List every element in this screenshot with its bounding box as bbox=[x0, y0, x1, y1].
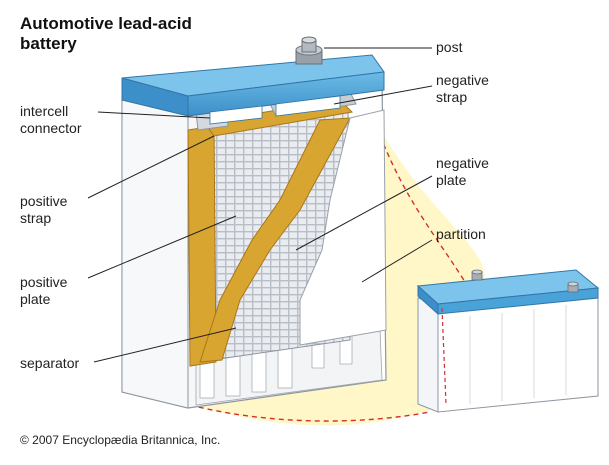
leader-positive-plate bbox=[87, 215, 237, 279]
label-negative-strap-line-2: strap bbox=[436, 89, 468, 105]
label-post: post bbox=[436, 39, 463, 55]
title-line-2: battery bbox=[20, 34, 77, 53]
label-intercell-connector: intercell connector bbox=[20, 103, 81, 137]
label-intercell-connector-line-1: intercell bbox=[20, 103, 69, 119]
leader-lines bbox=[87, 47, 433, 363]
leader-partition bbox=[361, 239, 433, 283]
label-positive-plate: positive plate bbox=[20, 274, 67, 308]
label-partition: partition bbox=[436, 226, 486, 242]
terminal-post bbox=[295, 36, 323, 65]
title-line-1: Automotive lead-acid bbox=[20, 14, 192, 33]
leader-separator bbox=[93, 327, 237, 363]
label-negative-strap-line-1: negative bbox=[436, 72, 489, 88]
leader-negative-plate bbox=[295, 175, 433, 251]
battery-lid bbox=[121, 54, 385, 125]
label-negative-strap: negative strap bbox=[436, 72, 489, 106]
plate-stack bbox=[187, 109, 387, 367]
leader-positive-strap bbox=[87, 135, 215, 199]
leader-intercell-connector bbox=[97, 111, 211, 119]
diagram-title: Automotive lead-acid battery bbox=[20, 14, 192, 54]
label-intercell-connector-line-2: connector bbox=[20, 120, 82, 136]
label-negative-plate: negative plate bbox=[436, 155, 489, 189]
label-positive-plate-line-1: positive bbox=[20, 274, 68, 290]
small-battery bbox=[416, 269, 600, 413]
copyright-notice: © 2007 Encyclopædia Britannica, Inc. bbox=[20, 433, 221, 447]
label-positive-strap-line-1: positive bbox=[20, 193, 68, 209]
label-positive-strap: positive strap bbox=[20, 193, 67, 227]
dashed-callout-lower bbox=[189, 404, 431, 422]
label-positive-plate-line-2: plate bbox=[20, 291, 51, 307]
label-negative-plate-line-1: negative bbox=[436, 155, 489, 171]
leader-negative-strap bbox=[333, 85, 433, 105]
label-positive-strap-line-2: strap bbox=[20, 210, 52, 226]
label-separator: separator bbox=[20, 355, 80, 371]
label-negative-plate-line-2: plate bbox=[436, 172, 467, 188]
